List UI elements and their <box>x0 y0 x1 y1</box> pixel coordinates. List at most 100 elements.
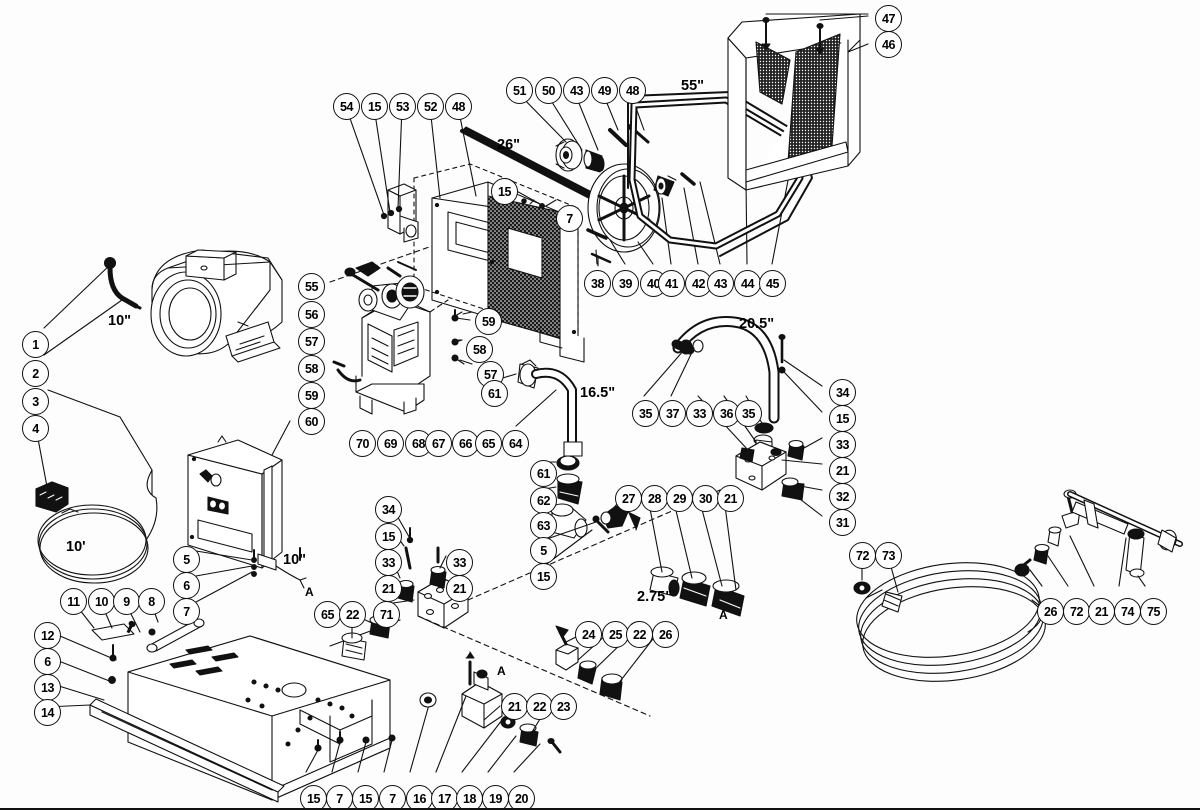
callout-balloon-75[interactable]: 75 <box>1140 598 1167 625</box>
callout-balloon-21[interactable]: 21 <box>501 693 528 720</box>
callout-balloon-15[interactable]: 15 <box>352 785 379 808</box>
callout-balloon-9[interactable]: 9 <box>113 588 140 615</box>
callout-balloon-17[interactable]: 17 <box>431 785 458 808</box>
callout-balloon-46[interactable]: 46 <box>875 31 902 58</box>
callout-balloon-7[interactable]: 7 <box>173 598 200 625</box>
callout-balloon-61[interactable]: 61 <box>530 460 557 487</box>
callout-balloon-67[interactable]: 67 <box>425 430 452 457</box>
callout-balloon-57[interactable]: 57 <box>298 328 325 355</box>
callout-balloon-23[interactable]: 23 <box>550 693 577 720</box>
callout-balloon-25[interactable]: 25 <box>602 621 629 648</box>
callout-balloon-34[interactable]: 34 <box>375 496 402 523</box>
callout-balloon-61[interactable]: 61 <box>481 380 508 407</box>
callout-balloon-6[interactable]: 6 <box>34 648 61 675</box>
callout-balloon-8[interactable]: 8 <box>138 588 165 615</box>
callout-balloon-64[interactable]: 64 <box>502 430 529 457</box>
callout-balloon-55[interactable]: 55 <box>298 273 325 300</box>
callout-balloon-14[interactable]: 14 <box>34 699 61 726</box>
callout-balloon-49[interactable]: 49 <box>591 77 618 104</box>
callout-balloon-26[interactable]: 26 <box>652 621 679 648</box>
callout-balloon-35[interactable]: 35 <box>735 400 762 427</box>
callout-balloon-69[interactable]: 69 <box>377 430 404 457</box>
callout-balloon-7[interactable]: 7 <box>326 785 353 808</box>
callout-balloon-33[interactable]: 33 <box>829 431 856 458</box>
callout-balloon-15[interactable]: 15 <box>491 178 518 205</box>
callout-balloon-15[interactable]: 15 <box>361 93 388 120</box>
callout-balloon-34[interactable]: 34 <box>829 379 856 406</box>
callout-balloon-65[interactable]: 65 <box>475 430 502 457</box>
callout-balloon-33[interactable]: 33 <box>686 400 713 427</box>
callout-balloon-58[interactable]: 58 <box>466 336 493 363</box>
callout-balloon-35[interactable]: 35 <box>632 400 659 427</box>
callout-balloon-3[interactable]: 3 <box>22 388 49 415</box>
callout-balloon-21[interactable]: 21 <box>829 457 856 484</box>
callout-balloon-20[interactable]: 20 <box>508 785 535 808</box>
callout-balloon-18[interactable]: 18 <box>456 785 483 808</box>
callout-balloon-59[interactable]: 59 <box>298 382 325 409</box>
callout-balloon-58[interactable]: 58 <box>298 355 325 382</box>
callout-balloon-70[interactable]: 70 <box>349 430 376 457</box>
callout-balloon-22[interactable]: 22 <box>339 601 366 628</box>
callout-balloon-13[interactable]: 13 <box>34 674 61 701</box>
callout-balloon-54[interactable]: 54 <box>333 93 360 120</box>
callout-balloon-21[interactable]: 21 <box>375 575 402 602</box>
callout-balloon-45[interactable]: 45 <box>759 270 786 297</box>
callout-balloon-44[interactable]: 44 <box>734 270 761 297</box>
callout-balloon-21[interactable]: 21 <box>1088 598 1115 625</box>
callout-balloon-28[interactable]: 28 <box>641 485 668 512</box>
callout-balloon-1[interactable]: 1 <box>22 331 49 358</box>
callout-balloon-7[interactable]: 7 <box>556 205 583 232</box>
callout-balloon-48[interactable]: 48 <box>619 77 646 104</box>
callout-balloon-51[interactable]: 51 <box>506 77 533 104</box>
callout-balloon-52[interactable]: 52 <box>417 93 444 120</box>
callout-balloon-15[interactable]: 15 <box>829 405 856 432</box>
callout-balloon-73[interactable]: 73 <box>875 542 902 569</box>
callout-balloon-56[interactable]: 56 <box>298 301 325 328</box>
callout-balloon-24[interactable]: 24 <box>575 621 602 648</box>
callout-balloon-74[interactable]: 74 <box>1114 598 1141 625</box>
callout-balloon-2[interactable]: 2 <box>22 360 49 387</box>
callout-balloon-47[interactable]: 47 <box>875 5 902 32</box>
callout-balloon-32[interactable]: 32 <box>829 483 856 510</box>
callout-balloon-19[interactable]: 19 <box>482 785 509 808</box>
callout-balloon-60[interactable]: 60 <box>298 408 325 435</box>
callout-balloon-12[interactable]: 12 <box>34 622 61 649</box>
callout-balloon-15[interactable]: 15 <box>530 563 557 590</box>
callout-balloon-22[interactable]: 22 <box>626 621 653 648</box>
callout-balloon-39[interactable]: 39 <box>612 270 639 297</box>
callout-balloon-6[interactable]: 6 <box>173 572 200 599</box>
callout-balloon-30[interactable]: 30 <box>692 485 719 512</box>
callout-balloon-62[interactable]: 62 <box>530 487 557 514</box>
callout-balloon-5[interactable]: 5 <box>173 546 200 573</box>
callout-balloon-63[interactable]: 63 <box>530 512 557 539</box>
callout-balloon-33[interactable]: 33 <box>446 549 473 576</box>
callout-balloon-31[interactable]: 31 <box>829 509 856 536</box>
callout-balloon-65[interactable]: 65 <box>314 601 341 628</box>
callout-balloon-15[interactable]: 15 <box>300 785 327 808</box>
callout-balloon-37[interactable]: 37 <box>659 400 686 427</box>
callout-balloon-29[interactable]: 29 <box>666 485 693 512</box>
callout-balloon-72[interactable]: 72 <box>1063 598 1090 625</box>
callout-balloon-21[interactable]: 21 <box>717 485 744 512</box>
callout-balloon-22[interactable]: 22 <box>526 693 553 720</box>
callout-balloon-26[interactable]: 26 <box>1037 598 1064 625</box>
callout-balloon-53[interactable]: 53 <box>389 93 416 120</box>
callout-balloon-11[interactable]: 11 <box>60 588 87 615</box>
callout-balloon-43[interactable]: 43 <box>563 77 590 104</box>
callout-balloon-7[interactable]: 7 <box>379 785 406 808</box>
callout-balloon-27[interactable]: 27 <box>615 485 642 512</box>
callout-balloon-15[interactable]: 15 <box>375 523 402 550</box>
callout-balloon-71[interactable]: 71 <box>373 601 400 628</box>
callout-balloon-43[interactable]: 43 <box>707 270 734 297</box>
callout-balloon-5[interactable]: 5 <box>530 537 557 564</box>
callout-balloon-59[interactable]: 59 <box>475 308 502 335</box>
callout-balloon-41[interactable]: 41 <box>658 270 685 297</box>
callout-balloon-10[interactable]: 10 <box>88 588 115 615</box>
callout-balloon-21[interactable]: 21 <box>446 575 473 602</box>
callout-balloon-33[interactable]: 33 <box>375 549 402 576</box>
callout-balloon-72[interactable]: 72 <box>849 542 876 569</box>
callout-balloon-4[interactable]: 4 <box>22 415 49 442</box>
callout-balloon-50[interactable]: 50 <box>535 77 562 104</box>
callout-balloon-16[interactable]: 16 <box>406 785 433 808</box>
callout-balloon-48[interactable]: 48 <box>445 93 472 120</box>
